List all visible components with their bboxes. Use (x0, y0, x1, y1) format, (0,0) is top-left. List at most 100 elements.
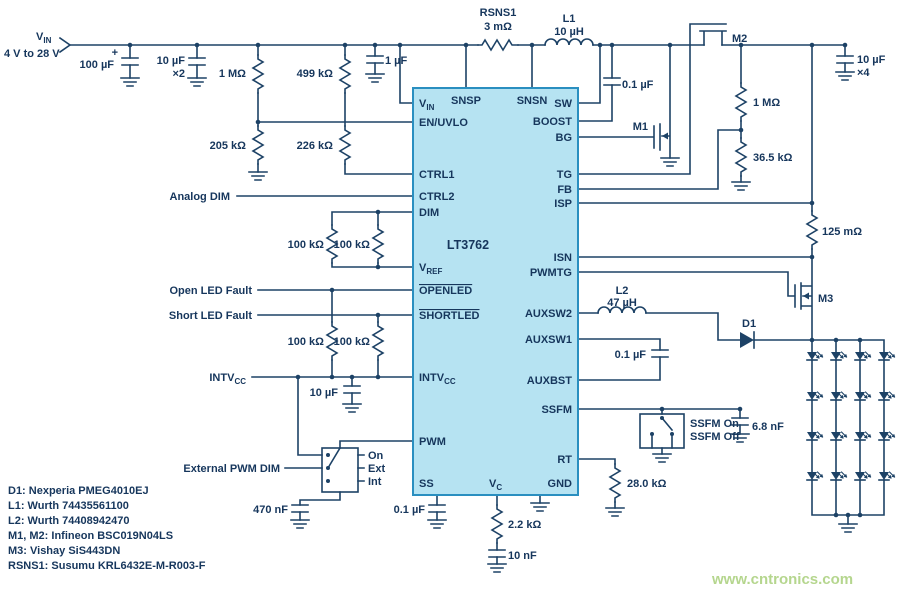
ceramic-cap-qty: ×2 (172, 68, 185, 80)
pin-label-rt: RT (557, 454, 572, 466)
input-bulk-cap (121, 57, 139, 66)
led-icon (878, 431, 896, 441)
ctrl-bottom-resistor (339, 125, 351, 165)
m3-label: M3 (818, 293, 833, 305)
note-m1-m2: M1, M2: Infineon BSC019N04LS (8, 530, 173, 542)
intvcc-cap (343, 385, 361, 394)
ssfm-off-label: SSFM Off (690, 431, 740, 443)
vc-cap-label: 10 nF (508, 550, 537, 562)
ss-cap-label: 0.1 µF (394, 504, 426, 516)
pin-label-intvcc: INTVCC (419, 372, 456, 386)
led-icon (854, 471, 872, 481)
dim-resistor2-label: 100 kΩ (334, 239, 371, 251)
fb-top-label: 1 MΩ (753, 97, 780, 109)
fault-pullup-2 (372, 321, 384, 361)
pin-label-vc: VC (489, 478, 502, 492)
ssfm-on-label: SSFM On (690, 418, 739, 430)
led-icon (854, 351, 872, 361)
watermark: www.cntronics.com (711, 571, 853, 588)
short-led-fault-label: Short LED Fault (169, 310, 252, 322)
led-icon (830, 471, 848, 481)
m2-label: M2 (732, 33, 747, 45)
pin-label-isp: ISP (554, 198, 572, 210)
pin-label-snsp: SNSP (451, 95, 481, 107)
pin-label-pwmtg: PWMTG (530, 267, 572, 279)
ceramic-cap-label: 10 µF (157, 55, 186, 67)
dim-resistor1-label: 100 kΩ (288, 239, 325, 251)
junction-dots (127, 42, 863, 518)
pin-label-boost: BOOST (533, 116, 572, 128)
bulk-cap-polarity: + (112, 47, 118, 59)
dim-resistor-2 (372, 224, 384, 264)
d1-diode-icon (740, 332, 754, 348)
output-cap-label: 10 µF (857, 54, 886, 66)
intvcc-cap-label: 10 µF (310, 387, 339, 399)
vc-cap (488, 549, 506, 558)
pwm-ext-label: Ext (368, 463, 385, 475)
pwm-int-cap-label: 470 nF (253, 504, 288, 516)
vin-bypass-cap (366, 55, 384, 64)
pin-label-vref: VREF (419, 262, 442, 276)
m1-body-arrow-icon (662, 132, 668, 140)
pin-label-ssfm: SSFM (541, 404, 572, 416)
led-icon (854, 391, 872, 401)
intvcc-label: INTVCC (209, 372, 246, 386)
m1-label: M1 (633, 121, 648, 133)
pin-label-gnd: GND (548, 478, 573, 490)
boost-cap-label: 0.1 µF (622, 79, 654, 91)
vc-resistor (491, 504, 503, 544)
boost-cap (603, 77, 621, 86)
led-sense-resistor (806, 210, 818, 250)
ssfm-switch-box (639, 413, 685, 449)
pin-label-ctrl1: CTRL1 (419, 169, 454, 181)
pin-label-openled: OPENLED (419, 285, 472, 297)
fault-pullup1-label: 100 kΩ (288, 336, 325, 348)
pwm-switch-box (321, 447, 359, 493)
note-l1: L1: Wurth 74435561100 (8, 500, 129, 512)
ctrl-top-label: 499 kΩ (297, 68, 334, 80)
bom-notes: D1: Nexperia PMEG4010EJ L1: Wurth 744355… (8, 485, 206, 572)
rsns1-ref-label: RSNS1 (480, 7, 517, 19)
rt-resistor (609, 463, 621, 503)
note-d1: D1: Nexperia PMEG4010EJ (8, 485, 149, 497)
ic-body (412, 87, 579, 496)
uvlo-bottom-resistor (252, 125, 264, 165)
component-symbols (121, 38, 896, 558)
uvlo-top-resistor (252, 54, 264, 94)
led-icon (830, 391, 848, 401)
pin-label-en-uvlo: EN/UVLO (419, 117, 468, 129)
pin-label-auxbst: AUXBST (527, 375, 573, 387)
analog-dim-label: Analog DIM (170, 191, 231, 203)
led-icon (878, 391, 896, 401)
l1-inductor (544, 38, 594, 46)
bulk-cap-label: 100 µF (80, 59, 115, 71)
l2-ref-label: L2 (616, 285, 629, 297)
output-cap-qty: ×4 (857, 67, 870, 79)
led-icon (878, 471, 896, 481)
pwm-int-cap (291, 504, 309, 513)
input-ceramic-cap (188, 57, 206, 66)
output-cap (836, 55, 854, 64)
led-icon (806, 471, 824, 481)
pin-label-auxsw1: AUXSW1 (525, 334, 572, 346)
note-m3: M3: Vishay SiS443DN (8, 545, 120, 557)
fb-bottom-resistor (735, 137, 747, 177)
fault-pullup2-label: 100 kΩ (334, 336, 371, 348)
led-icon (806, 351, 824, 361)
led-icon (854, 431, 872, 441)
ss-cap (428, 504, 446, 513)
d1-label: D1 (742, 318, 756, 330)
pin-label-bg: BG (556, 132, 573, 144)
note-l2: L2: Wurth 74408942470 (8, 515, 129, 527)
note-rsns1: RSNS1: Susumu KRL6432E-M-R003-F (8, 560, 206, 572)
rsns1-value-label: 3 mΩ (484, 21, 512, 33)
pin-label-dim: DIM (419, 207, 439, 219)
vin-range-label: 4 V to 28 V (4, 48, 60, 60)
pin-label-fb: FB (557, 184, 572, 196)
wiring-bottom (236, 195, 741, 565)
l1-ref-label: L1 (563, 13, 576, 25)
external-pwm-dim-label: External PWM DIM (183, 463, 280, 475)
led-icon (830, 431, 848, 441)
